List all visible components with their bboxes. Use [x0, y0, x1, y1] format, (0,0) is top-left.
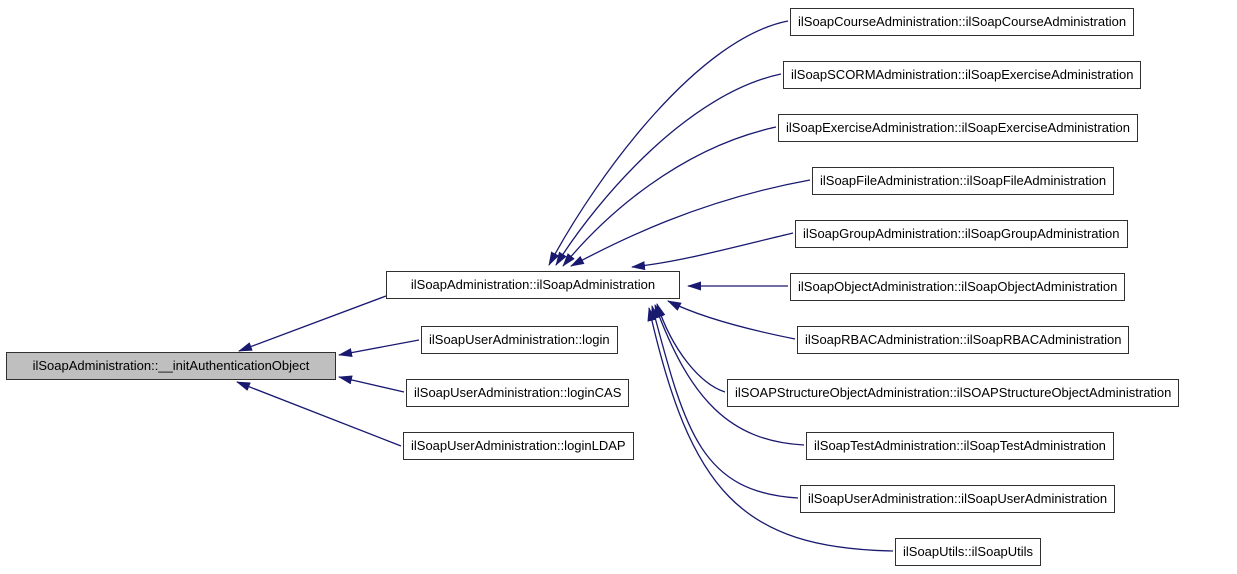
edge-rbac-to-center	[667, 300, 796, 340]
node-structureobjectadministration[interactable]: ilSOAPStructureObjectAdministration::ilS…	[727, 379, 1180, 407]
node-groupadministration[interactable]: ilSoapGroupAdministration::ilSoapGroupAd…	[795, 220, 1128, 248]
edge-utils-to-center	[647, 307, 894, 552]
edge-exercise-to-center	[562, 126, 777, 267]
edge-file-to-center	[570, 179, 811, 267]
edge-test-to-center	[654, 304, 805, 446]
edge-course-to-center	[548, 20, 789, 266]
node-utils[interactable]: ilSoapUtils::ilSoapUtils	[895, 538, 1042, 566]
edge-logincas-to-focus	[338, 375, 405, 393]
node-exerciseadministration[interactable]: ilSoapExerciseAdministration::ilSoapExer…	[778, 114, 1138, 142]
edge-loginldap-to-focus	[236, 381, 402, 447]
edge-group-to-center	[631, 232, 794, 271]
node-scormadministration[interactable]: ilSoapSCORMAdministration::ilSoapExercis…	[783, 61, 1142, 89]
node-initauthenticationobject: ilSoapAdministration::__initAuthenticati…	[6, 352, 336, 380]
edge-center-to-focus	[238, 295, 387, 352]
edge-login-to-focus	[338, 339, 420, 358]
node-useradministration[interactable]: ilSoapUserAdministration::ilSoapUserAdmi…	[800, 485, 1116, 513]
node-login[interactable]: ilSoapUserAdministration::login	[421, 326, 618, 354]
node-loginldap[interactable]: ilSoapUserAdministration::loginLDAP	[403, 432, 634, 460]
node-ilsoapadministration-ctor[interactable]: ilSoapAdministration::ilSoapAdministrati…	[386, 271, 680, 299]
node-rbacadministration[interactable]: ilSoapRBACAdministration::ilSoapRBACAdmi…	[797, 326, 1130, 354]
edge-user-to-center	[650, 305, 799, 499]
edge-scorm-to-center	[555, 73, 782, 266]
node-testadministration[interactable]: ilSoapTestAdministration::ilSoapTestAdmi…	[806, 432, 1114, 460]
node-objectadministration[interactable]: ilSoapObjectAdministration::ilSoapObject…	[790, 273, 1126, 301]
node-courseadministration[interactable]: ilSoapCourseAdministration::ilSoapCourse…	[790, 8, 1135, 36]
node-logincas[interactable]: ilSoapUserAdministration::loginCAS	[406, 379, 630, 407]
node-fileadministration[interactable]: ilSoapFileAdministration::ilSoapFileAdmi…	[812, 167, 1115, 195]
